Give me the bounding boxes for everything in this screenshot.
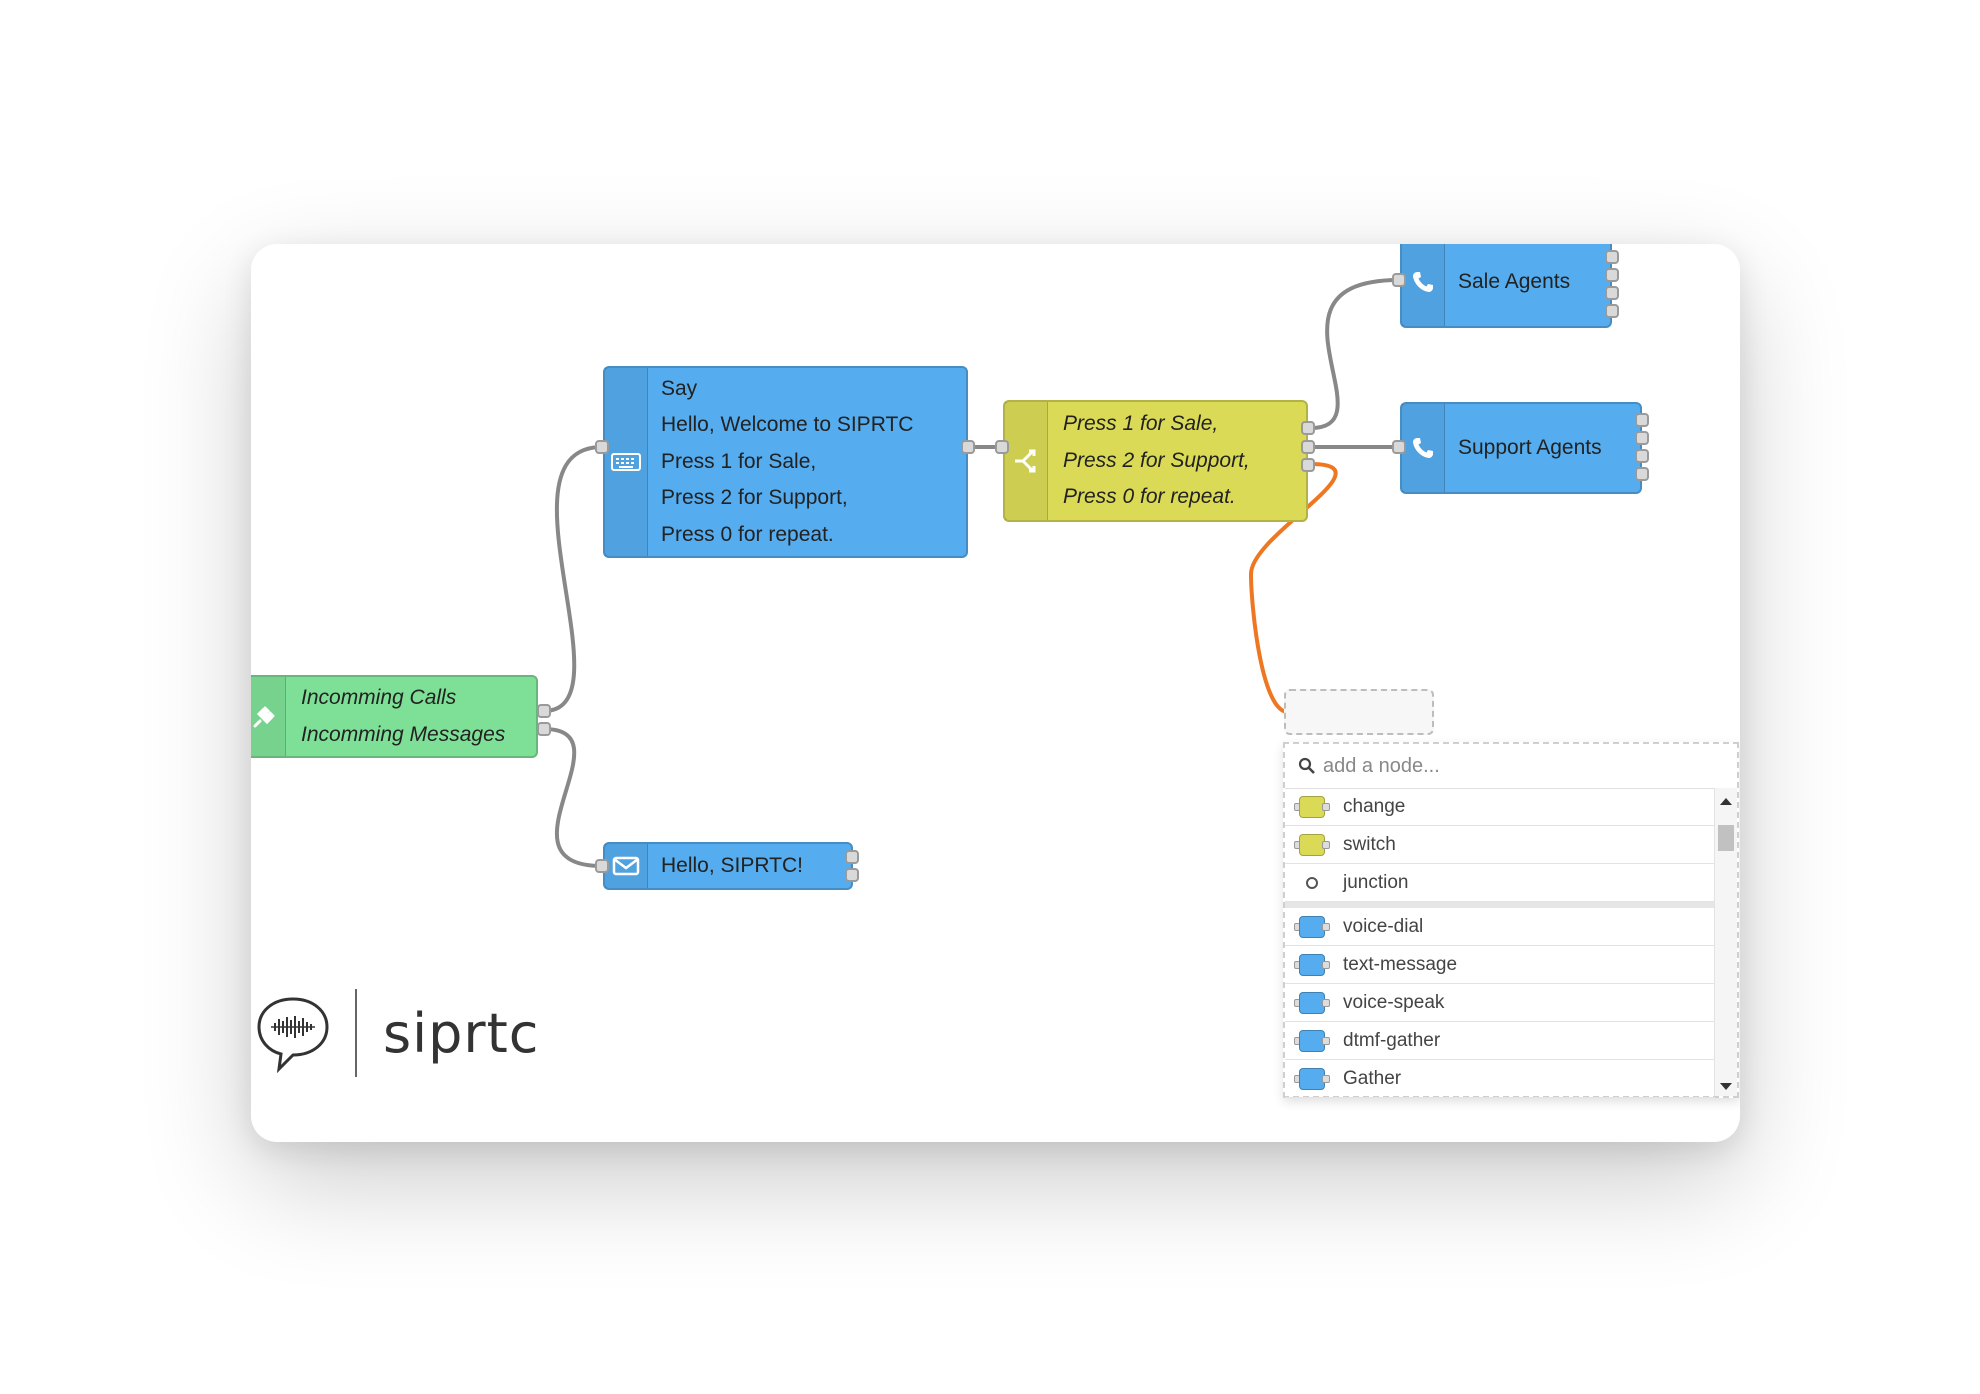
envelope-icon (605, 844, 648, 888)
plug-icon (251, 677, 286, 756)
output-port[interactable] (1605, 250, 1619, 264)
input-port[interactable] (595, 440, 609, 454)
input-port[interactable] (1392, 440, 1406, 454)
palette-item-label: voice-speak (1343, 991, 1445, 1013)
node-line: Press 1 for Sale, (661, 449, 817, 473)
node-line: Press 1 for Sale, (1063, 412, 1219, 436)
palette-scrollbar[interactable] (1714, 788, 1737, 1096)
palette-item-label: text-message (1343, 953, 1458, 975)
input-port[interactable] (595, 859, 609, 873)
switch-icon (1005, 402, 1048, 520)
search-placeholder: add a node... (1323, 754, 1440, 777)
palette-item-label: junction (1343, 871, 1409, 893)
input-port[interactable] (995, 440, 1009, 454)
message-node[interactable]: Hello, SIPRTC! (603, 842, 853, 890)
output-port[interactable] (845, 868, 859, 882)
output-port[interactable] (537, 704, 551, 718)
node-label: Sale Agents (1458, 269, 1571, 293)
palette-item-label: change (1343, 795, 1406, 817)
palette-item-label: switch (1343, 833, 1396, 855)
output-port[interactable] (1635, 467, 1649, 481)
keyboard-icon (605, 368, 648, 556)
palette-item-dtmf-gather[interactable]: dtmf-gather (1285, 1022, 1715, 1060)
wire-inbound-say[interactable] (543, 445, 603, 713)
scroll-thumb[interactable] (1718, 825, 1734, 851)
switch-node[interactable]: Press 1 for Sale, Press 2 for Support, P… (1003, 400, 1308, 522)
palette-item-gather[interactable]: Gather (1285, 1060, 1715, 1098)
node-line: Incomming Messages (301, 722, 506, 746)
palette-separator (1285, 902, 1715, 908)
output-port[interactable] (1635, 413, 1649, 427)
palette-item-label: dtmf-gather (1343, 1029, 1441, 1051)
node-line: Press 0 for repeat. (1063, 485, 1236, 509)
brand-divider (355, 989, 357, 1077)
output-port[interactable] (1605, 268, 1619, 282)
node-line: Press 0 for repeat. (661, 522, 834, 546)
node-label: Support Agents (1458, 435, 1602, 459)
node-line: Hello, Welcome to SIPRTC (661, 413, 914, 437)
output-port[interactable] (1635, 431, 1649, 445)
add-node-palette[interactable]: add a node... change switch junction voi… (1283, 742, 1739, 1098)
node-label: Hello, SIPRTC! (661, 853, 803, 877)
add-node-search[interactable]: add a node... (1285, 744, 1737, 789)
wires-layer (543, 278, 1400, 868)
palette-item-switch[interactable]: switch (1285, 826, 1715, 864)
wire-inbound-message[interactable] (543, 727, 603, 868)
node-line: Incomming Calls (301, 686, 457, 709)
inbound-node[interactable]: Incomming Calls Incomming Messages (251, 675, 538, 758)
output-port[interactable] (1301, 421, 1315, 435)
output-port[interactable] (537, 722, 551, 736)
scroll-down-arrow-icon[interactable] (1720, 1083, 1732, 1090)
output-port[interactable] (961, 440, 975, 454)
palette-item-voice-dial[interactable]: voice-dial (1285, 908, 1715, 946)
palette-item-voice-speak[interactable]: voice-speak (1285, 984, 1715, 1022)
flow-canvas[interactable]: Incomming Calls Incomming Messages Say H… (251, 244, 1740, 1142)
scroll-up-arrow-icon[interactable] (1720, 798, 1732, 805)
output-port[interactable] (1301, 458, 1315, 472)
output-port[interactable] (1605, 304, 1619, 318)
circle-icon (1306, 876, 1318, 889)
palette-item-text-message[interactable]: text-message (1285, 946, 1715, 984)
brand-name: siprtc (383, 1001, 540, 1065)
palette-item-junction[interactable]: junction (1285, 864, 1715, 902)
palette-item-label: voice-dial (1343, 915, 1424, 937)
phone-icon (1402, 404, 1445, 492)
new-node-placeholder (1284, 689, 1434, 735)
output-port[interactable] (1301, 440, 1315, 454)
output-port[interactable] (1605, 286, 1619, 300)
output-port[interactable] (845, 850, 859, 864)
node-line: Say (661, 376, 698, 400)
phone-icon (1402, 244, 1445, 326)
wire-switch-sale[interactable] (1310, 278, 1400, 430)
node-line: Press 2 for Support, (1063, 448, 1250, 472)
palette-item-label: Gather (1343, 1067, 1402, 1089)
search-icon (1298, 757, 1315, 774)
sale-agents-node[interactable]: Sale Agents (1400, 244, 1612, 328)
speech-bubble-waveform-icon (257, 997, 329, 1073)
wire-switch-new[interactable] (1248, 462, 1338, 714)
palette-item-change[interactable]: change (1285, 788, 1715, 826)
node-line: Press 2 for Support, (661, 486, 848, 510)
support-agents-node[interactable]: Support Agents (1400, 402, 1642, 494)
input-port[interactable] (1392, 273, 1406, 287)
say-node[interactable]: Say Hello, Welcome to SIPRTC Press 1 for… (603, 366, 968, 558)
brand-logo: siprtc (255, 989, 539, 1077)
output-port[interactable] (1635, 449, 1649, 463)
